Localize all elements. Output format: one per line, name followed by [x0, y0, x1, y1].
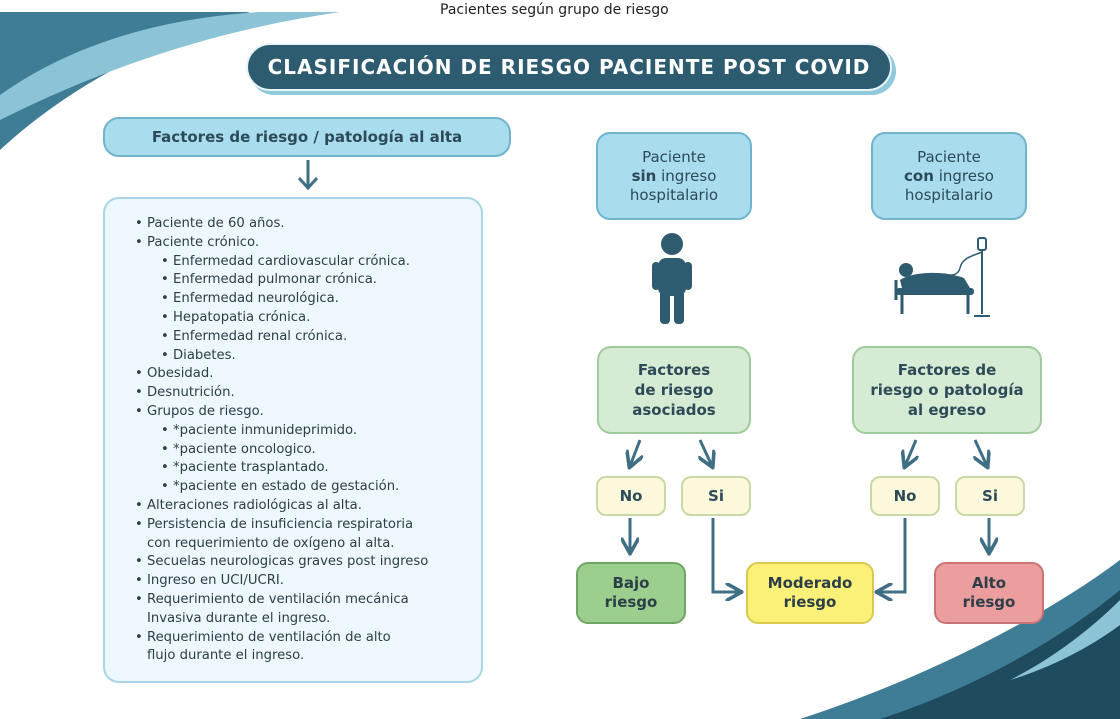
risk-factor-item: Obesidad.: [135, 365, 481, 384]
patient-without-line2: ingreso: [656, 166, 717, 185]
patient-with-line1: Paciente: [917, 147, 981, 166]
arrow-to-no-right: [905, 439, 916, 466]
si-right-box: Si: [955, 476, 1025, 516]
no-left-box: No: [596, 476, 666, 516]
risk-factor-item: Persistencia de insuficiencia respirator…: [135, 516, 481, 535]
patient-without-line1: Paciente: [642, 147, 706, 166]
risk-factor-item: Enfermedad renal crónica.: [161, 328, 481, 347]
arrow-si-to-moderate: [711, 518, 740, 592]
arrow-down-icon: [297, 160, 319, 191]
risk-factor-item: Requerimiento de ventilación mecánica: [135, 591, 481, 610]
risk-factor-item: Enfermedad pulmonar crónica.: [161, 271, 481, 290]
top-caption: Pacientes según grupo de riesgo: [440, 2, 669, 18]
associated-risk-factors: Factores de riesgo asociados: [597, 346, 751, 434]
risk-factor-item: flujo durante el ingreso.: [147, 648, 305, 664]
risk-factor-item: Requerimiento de ventilación de alto: [135, 629, 481, 648]
patient-with-line3: hospitalario: [904, 185, 994, 204]
risk-factor-item: Secuelas neurologicas graves post ingres…: [135, 553, 481, 572]
si-left-box: Si: [681, 476, 751, 516]
arrow-to-si-left: [700, 439, 712, 466]
risk-factor-item: Enfermedad neurológica.: [161, 290, 481, 309]
risk-factor-item: Hepatopatia crónica.: [161, 309, 481, 328]
low-risk-box: Bajo riesgo: [576, 562, 686, 624]
patient-with-line2: ingreso: [933, 166, 994, 185]
person-standing-icon: [652, 233, 692, 324]
patient-with-keyword: con: [904, 166, 934, 185]
moderate-risk-line2: riesgo: [783, 593, 837, 611]
arrow-to-si-right: [975, 439, 987, 466]
patient-with-admission: Paciente con ingreso hospitalario: [871, 132, 1027, 220]
risk-factor-item: con requerimiento de oxígeno al alta.: [147, 535, 395, 551]
risk-factor-item: Invasiva durante el ingreso.: [147, 610, 331, 626]
risk-factors-header: Factores de riesgo / patología al alta: [103, 117, 511, 157]
factors-left-line1: Factores: [637, 361, 711, 379]
hospital-bed-icon: [894, 237, 990, 317]
patient-without-admission: Paciente sin ingreso hospitalario: [596, 132, 752, 220]
patient-without-line3: hospitalario: [629, 185, 719, 204]
risk-factor-item: Ingreso en UCI/UCRI.: [135, 572, 481, 591]
risk-factor-item: Paciente crónico.: [135, 234, 481, 253]
low-risk-line1: Bajo: [612, 574, 650, 592]
risk-factor-item: Desnutrición.: [135, 384, 481, 403]
factors-right-line3: al egreso: [907, 401, 987, 419]
arrow-to-no-left: [630, 439, 640, 466]
risk-factor-item: *paciente oncologico.: [161, 441, 481, 460]
risk-factor-item: Enfermedad cardiovascular crónica.: [161, 253, 481, 272]
page-title: CLASIFICACIÓN DE RIESGO PACIENTE POST CO…: [246, 43, 892, 91]
high-risk-line1: Alto: [971, 574, 1007, 592]
factors-left-line2: de riesgo: [634, 381, 714, 399]
patient-without-keyword: sin: [631, 166, 657, 185]
risk-factor-item: Grupos de riesgo.: [135, 403, 481, 422]
risk-factor-item: *paciente inmunideprimido.: [161, 422, 481, 441]
arrow-no-to-moderate: [878, 518, 907, 592]
discharge-risk-factors: Factores de riesgo o patología al egreso: [852, 346, 1042, 434]
risk-factor-item: Paciente de 60 años.: [135, 215, 481, 234]
factors-right-line1: Factores de: [897, 361, 997, 379]
low-risk-line2: riesgo: [604, 593, 658, 611]
factors-right-line2: riesgo o patología: [870, 381, 1024, 399]
moderate-risk-box: Moderado riesgo: [746, 562, 874, 624]
factors-left-line3: asociados: [632, 401, 716, 419]
no-right-box: No: [870, 476, 940, 516]
moderate-risk-line1: Moderado: [767, 574, 853, 592]
risk-factors-list: Paciente de 60 años.Paciente crónico.Enf…: [103, 197, 483, 683]
high-risk-box: Alto riesgo: [934, 562, 1044, 624]
risk-factor-item: *paciente en estado de gestación.: [161, 478, 481, 497]
high-risk-line2: riesgo: [962, 593, 1016, 611]
risk-factor-item: *paciente trasplantado.: [161, 459, 481, 478]
risk-factor-item: Alteraciones radiológicas al alta.: [135, 497, 481, 516]
risk-factor-item: Diabetes.: [161, 347, 481, 366]
